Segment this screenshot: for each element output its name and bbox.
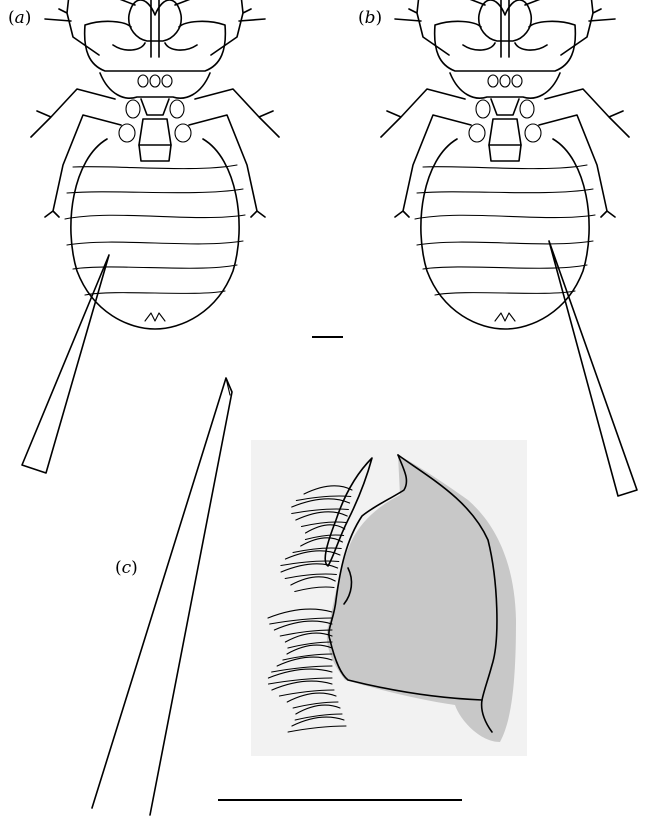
needle-a (22, 255, 109, 473)
needle-b (549, 241, 637, 496)
needle-c (92, 378, 232, 815)
bed-bug-a (31, 0, 279, 329)
bed-bug-b (381, 0, 629, 329)
